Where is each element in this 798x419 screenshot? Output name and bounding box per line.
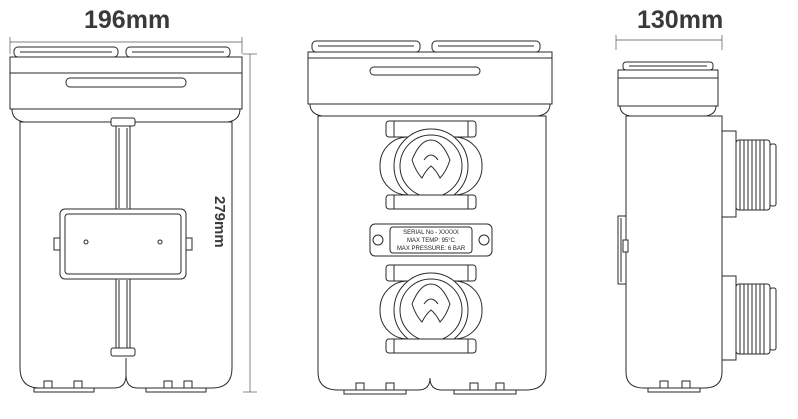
- side-width-dimension-line: [615, 35, 723, 50]
- front-lid-ribs: [13, 46, 231, 58]
- center-feet: [343, 382, 517, 395]
- side-view: [615, 35, 777, 393]
- upper-port: [379, 120, 483, 210]
- front-width-dimension-line: [9, 37, 243, 54]
- lower-port: [379, 264, 483, 354]
- side-width-label: 130mm: [637, 6, 724, 34]
- front-feet: [33, 380, 207, 393]
- serial-plate-line-3: MAX PRESSURE: 6 BAR: [397, 246, 466, 252]
- side-lower-port: [721, 275, 777, 361]
- serial-plate-line-1: SERIAL No - XXXXX: [403, 230, 459, 236]
- side-body: [625, 115, 723, 389]
- side-upper-port: [721, 130, 777, 218]
- center-view: SERIAL No - XXXXX MAX TEMP: 95°C MAX PRE…: [307, 40, 553, 395]
- front-width-label: 196mm: [84, 6, 171, 34]
- center-lid: [307, 51, 553, 117]
- front-bracket-rod: [110, 117, 136, 357]
- serial-plate-line-2: MAX TEMP: 95°C: [407, 238, 456, 244]
- serial-plate: SERIAL No - XXXXX MAX TEMP: 95°C MAX PRE…: [369, 223, 493, 257]
- front-mounting-plate: [53, 208, 193, 280]
- height-label: 279mm: [211, 196, 228, 248]
- front-view: [9, 37, 257, 393]
- side-lid: [617, 61, 719, 117]
- front-height-dimension-line: [243, 53, 257, 393]
- front-lid: [9, 56, 243, 123]
- side-wall-bracket: [617, 215, 629, 285]
- side-feet: [647, 380, 701, 393]
- center-lid-ribs: [311, 40, 541, 53]
